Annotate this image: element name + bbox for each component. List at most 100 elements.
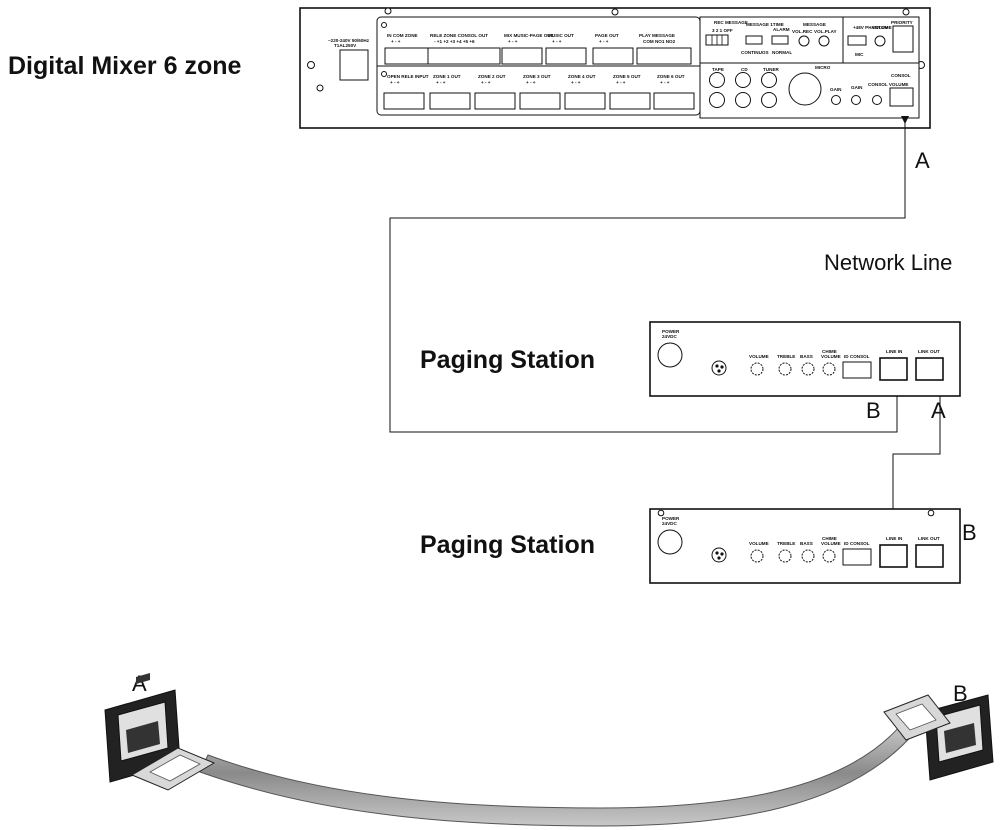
panel-screw <box>384 7 392 15</box>
alarm-label: ALARM <box>773 27 790 32</box>
point-b-ps2: B <box>962 520 977 545</box>
panel-screw <box>902 8 910 16</box>
station-knob-label: TREBLE <box>777 354 795 359</box>
mixer-top-connector-title: IN COM ZONE <box>387 33 418 38</box>
tape-jack-2 <box>709 92 725 108</box>
station-line-in-port <box>879 544 908 568</box>
rec-message-sub: 3 2 1 OFF <box>712 28 733 33</box>
station-knob <box>750 549 764 563</box>
tape-label: TAPE <box>712 67 724 72</box>
priority-label: PRIORITY <box>891 20 913 25</box>
mixer-bottom-connector-title: OPEN RELE INPUT <box>387 74 429 79</box>
xlr-pin <box>720 552 724 556</box>
micro-gain-knob <box>831 95 841 105</box>
panel-screw <box>381 71 387 77</box>
mixer-bottom-connector-title: ZONE 4 OUT <box>568 74 596 79</box>
xlr-pin <box>720 365 724 369</box>
station-knob <box>801 362 815 376</box>
consol-gain-knob <box>851 95 861 105</box>
mixer-top-connector-pins: - +1 +2 +3 +4 +5 +6 <box>434 39 475 44</box>
mixer-top-terminal-block <box>384 47 434 65</box>
consol-label: CONSOL <box>891 73 911 78</box>
tuner-label: TUNER <box>763 67 780 72</box>
mixer-bottom-connector-pins: + - + <box>660 80 670 85</box>
station-knob-label: VOLUME <box>749 541 769 546</box>
mixer-bottom-connector-pins: + - + <box>390 80 400 85</box>
mixer-top-terminal-block <box>501 47 543 65</box>
message-1time-label: MESSAGE 1TIME <box>746 22 784 27</box>
paging-station-2-label: Paging Station <box>420 531 595 559</box>
message-mode-switch <box>745 35 763 45</box>
phantom-label: +48V PHANTOM <box>853 25 888 30</box>
rj45-socket-b <box>924 694 994 781</box>
mixer-bottom-connector-pins: + - + <box>481 80 491 85</box>
rec-message-label: REC MESSAGE <box>714 20 748 25</box>
cd-jack <box>735 72 751 88</box>
station-id-consol-label: ID CONSOL <box>844 354 870 359</box>
station-knob-label: VOLUME <box>821 541 841 546</box>
mixer-top-connector-pins: + - + <box>508 39 518 44</box>
mixer-bottom-connector-pins: + - + <box>616 80 626 85</box>
mixer-bottom-connector-pins: + - + <box>571 80 581 85</box>
mixer-bottom-connector-title: ZONE 1 OUT <box>433 74 461 79</box>
xlr-pin <box>717 369 721 373</box>
xlr-pin <box>715 364 719 368</box>
station-knob <box>801 549 815 563</box>
vol-play-label: VOL.PLAY <box>814 29 837 34</box>
mixer-top-terminal-block <box>636 47 692 65</box>
mixer-bottom-terminal-block <box>519 92 561 110</box>
mixer-bottom-terminal-block <box>609 92 651 110</box>
station-knob <box>778 362 792 376</box>
normal-label: NORMAL <box>772 50 792 55</box>
tuner-jack <box>761 72 777 88</box>
station-mic-xlr <box>711 360 727 376</box>
station-power-jack <box>657 529 683 555</box>
mixer-bottom-terminal-block <box>429 92 471 110</box>
station-line-in-label: LINE IN <box>886 536 903 541</box>
mixer-top-terminal-block <box>545 47 587 65</box>
point-b-ps1: B <box>866 398 881 423</box>
station-knob-label: BASS <box>800 541 813 546</box>
network-line-label: Network Line <box>824 250 952 275</box>
mixer-top-connector-pins: + - + <box>391 39 401 44</box>
panel-screw <box>381 22 387 28</box>
volume-chime-label: VOLUME CHIME <box>872 25 908 30</box>
station-mic-xlr <box>711 547 727 563</box>
tape-jack <box>709 72 725 88</box>
station-power-jack <box>657 342 683 368</box>
mixer-top-terminal-block <box>427 47 501 65</box>
station-knob-label: VOLUME <box>821 354 841 359</box>
continuos-label: CONTINUOS <box>741 50 769 55</box>
xlr-pin <box>715 551 719 555</box>
mixer-bottom-connector-pins: + - + <box>526 80 536 85</box>
station-knob <box>778 549 792 563</box>
station-id-switch <box>842 361 872 379</box>
point-a-top: A <box>915 148 930 173</box>
station-link-out-label: LINK OUT <box>918 349 940 354</box>
mixer-bottom-terminal-block <box>383 92 425 110</box>
rj45-cable-illustration <box>104 672 994 827</box>
mixer-bottom-connector-title: ZONE 5 OUT <box>613 74 641 79</box>
mixer-screw-left <box>307 61 315 69</box>
rj45-plug-b <box>883 694 951 741</box>
station-power-sub: 24VDC <box>662 521 677 526</box>
mixer-top-connector-title: RELE ZONE CONSOL OUT <box>430 33 488 38</box>
station-link-out-port <box>915 357 944 381</box>
ps2-screw <box>927 509 935 517</box>
network-line-b <box>889 372 944 560</box>
alarm-switch <box>771 35 789 45</box>
micro-label: MICRO <box>815 65 831 70</box>
mixer-top-connector-title: MIX MUSIC-PAGE OUT <box>504 33 554 38</box>
station-line-in-port <box>879 357 908 381</box>
station-power-label: POWER <box>662 516 680 521</box>
station-id-consol-label: ID CONSOL <box>844 541 870 546</box>
station-knob-label: BASS <box>800 354 813 359</box>
point-a-ps1: A <box>931 398 946 423</box>
mixer-power-label-2: T1AL250V <box>334 43 357 48</box>
priority-connector <box>892 25 914 53</box>
mixer-title: Digital Mixer 6 zone <box>8 52 241 80</box>
